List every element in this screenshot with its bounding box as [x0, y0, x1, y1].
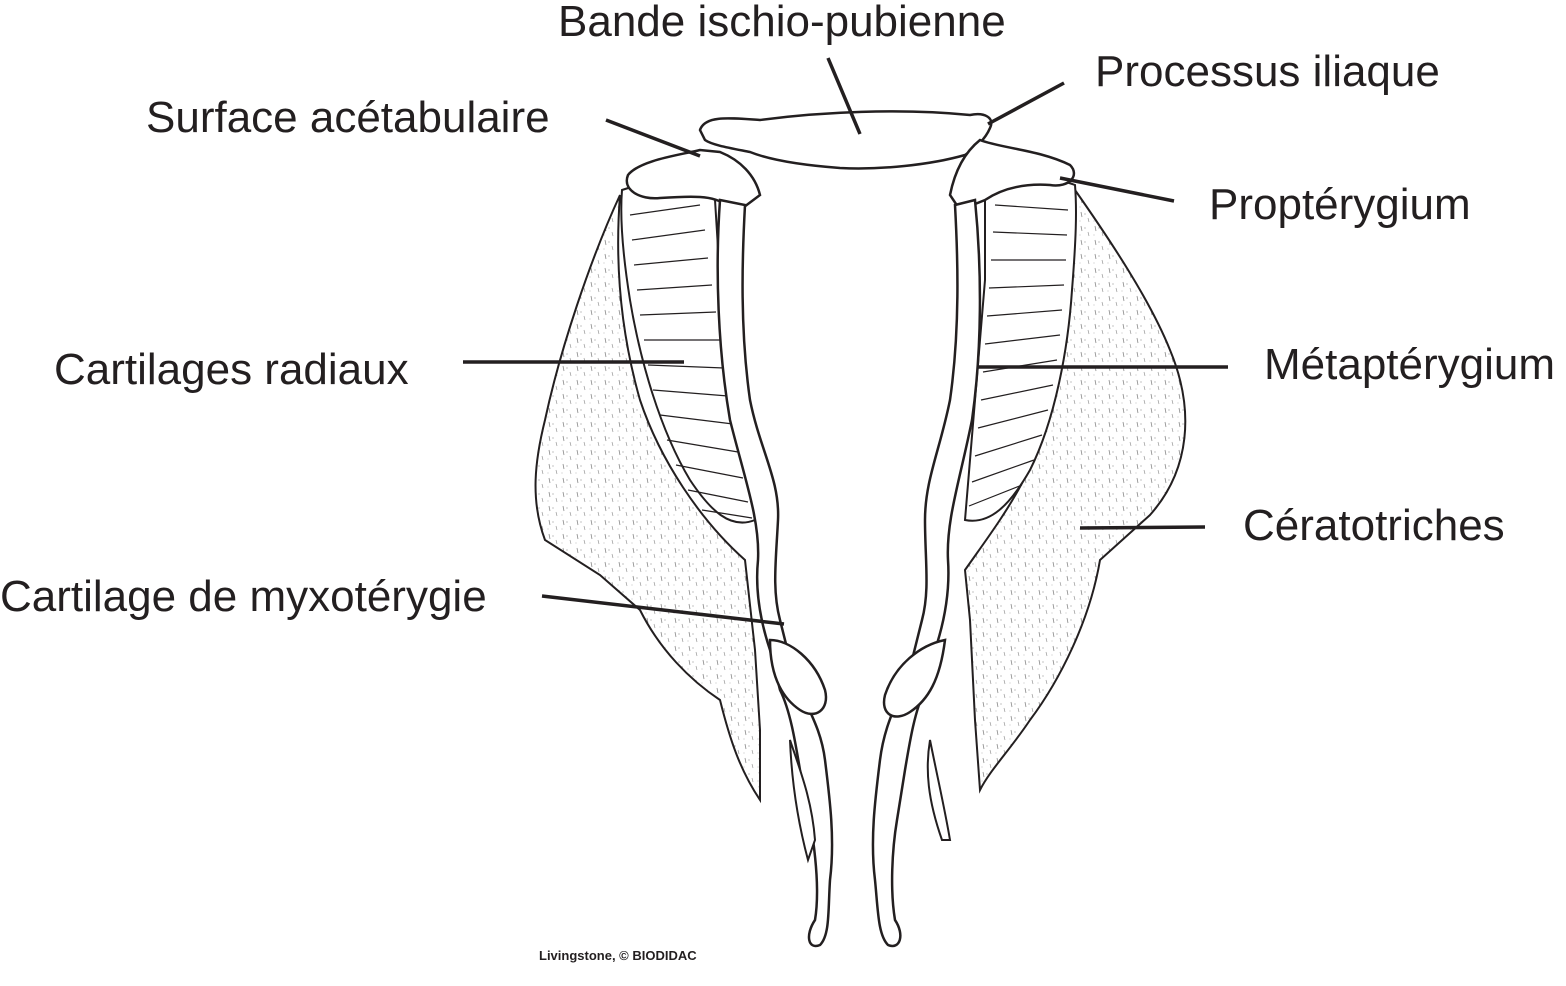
leader-lines: [463, 57, 1228, 626]
right-clasper-claw: [882, 638, 947, 718]
label-surface-acetabulaire: Surface acétabulaire: [146, 93, 550, 142]
left-metapterygium: [716, 198, 834, 948]
leader-surface: [605, 118, 701, 158]
left-acetabulum: [625, 148, 762, 212]
label-cartilages-radiaux: Cartilages radiaux: [54, 345, 409, 394]
label-cartilage-myxoterygie: Cartilage de myxotérygie: [0, 572, 487, 621]
left-clasper-claw: [768, 638, 828, 716]
leader-ceratotriches: [1079, 525, 1206, 530]
leader-myxoterygie: [541, 594, 785, 626]
right-metapterygium: [871, 198, 982, 948]
label-bande-ischio-pubienne: Bande ischio-pubienne: [558, 0, 1006, 46]
label-metapterygium: Métaptérygium: [1264, 340, 1556, 389]
label-propterygium: Proptérygium: [1209, 180, 1471, 229]
leader-bande: [826, 57, 862, 135]
label-processus-iliaque: Processus iliaque: [1095, 47, 1440, 96]
leader-propterygium: [1059, 176, 1175, 203]
credit-text: Livingstone, © BIODIDAC: [539, 948, 697, 963]
puboischiac-bar: [698, 110, 993, 170]
left-ceratotrichia: [534, 194, 761, 804]
right-radial-lines: [968, 204, 1069, 507]
left-radial-lines: [629, 204, 753, 519]
right-acetabulum: [948, 138, 1076, 212]
label-ceratotriches: Cératotriches: [1243, 501, 1505, 550]
leader-processus: [987, 81, 1065, 126]
